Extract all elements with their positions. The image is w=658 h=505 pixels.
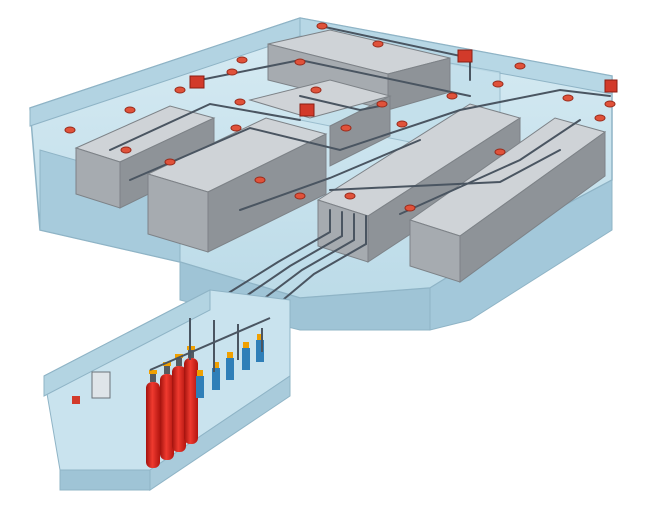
smoke-detector-icon (164, 158, 176, 166)
smoke-detector-icon (376, 100, 388, 108)
fire-alarm-box-icon (604, 79, 618, 93)
cylinder-room-front-wall (59, 469, 151, 491)
smoke-detector-icon (174, 86, 186, 94)
gas-cylinders (146, 346, 198, 468)
smoke-detector-icon (396, 120, 408, 128)
fire-alarm-box-icon (457, 49, 473, 63)
discharge-valve-icon (242, 342, 250, 370)
gas-cylinder-icon (160, 362, 174, 460)
discharge-valves (196, 334, 264, 398)
smoke-detector-icon (316, 22, 328, 30)
gas-cylinder-icon (172, 354, 186, 452)
smoke-detector-icon (594, 114, 606, 122)
gas-cylinder-icon (146, 370, 160, 468)
smoke-detector-icon (494, 148, 506, 156)
smoke-detector-icon (562, 94, 574, 102)
fire-alarm-box-icon (189, 75, 205, 89)
control-panel-icon (91, 371, 111, 399)
smoke-detector-icon (404, 204, 416, 212)
smoke-detector-icon (310, 86, 322, 94)
smoke-detector-icon (340, 124, 352, 132)
smoke-detector-icon (226, 68, 238, 76)
discharge-valve-icon (196, 370, 204, 398)
discharge-valve-icon (226, 352, 234, 380)
smoke-detector-icon (446, 92, 458, 100)
smoke-detector-icon (372, 40, 384, 48)
smoke-detector-icon (124, 106, 136, 114)
smoke-detector-icon (236, 56, 248, 64)
smoke-detector-icon (294, 58, 306, 66)
smoke-detector-icon (492, 80, 504, 88)
smoke-detector-icon (234, 98, 246, 106)
smoke-detector-icon (64, 126, 76, 134)
smoke-detector-icon (294, 192, 306, 200)
cylinder-room-right-wall (149, 375, 291, 491)
smoke-detector-icon (344, 192, 356, 200)
fire-alarm-boxes (189, 49, 618, 117)
smoke-detector-icon (604, 100, 616, 108)
discharge-valve-icon (212, 362, 220, 390)
discharge-valve-icon (256, 334, 264, 362)
smoke-detectors (64, 22, 616, 212)
cylinder-room-back-wall (43, 289, 211, 397)
fire-alarm-box-icon (72, 396, 80, 404)
smoke-detector-icon (230, 124, 242, 132)
manifold-pipes (149, 317, 271, 372)
smoke-detector-icon (254, 176, 266, 184)
fire-alarm-box-icon (299, 103, 315, 117)
gas-cylinder-icon (184, 346, 198, 444)
smoke-detector-icon (120, 146, 132, 154)
smoke-detector-icon (514, 62, 526, 70)
